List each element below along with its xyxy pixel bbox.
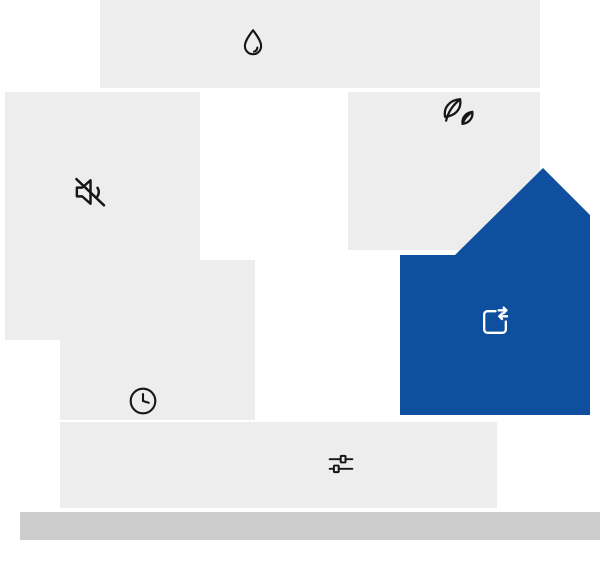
bottom-strip	[20, 512, 600, 540]
tile-settings[interactable]	[60, 422, 497, 508]
tile-time[interactable]	[60, 260, 255, 420]
leaves-icon	[437, 93, 479, 135]
speaker-muted-icon	[69, 171, 111, 213]
window-sync-arrows-icon	[475, 302, 515, 342]
clock-icon	[125, 383, 161, 419]
sliders-icon	[324, 447, 358, 481]
tile-water[interactable]	[100, 0, 540, 88]
water-drop-icon	[235, 26, 271, 62]
